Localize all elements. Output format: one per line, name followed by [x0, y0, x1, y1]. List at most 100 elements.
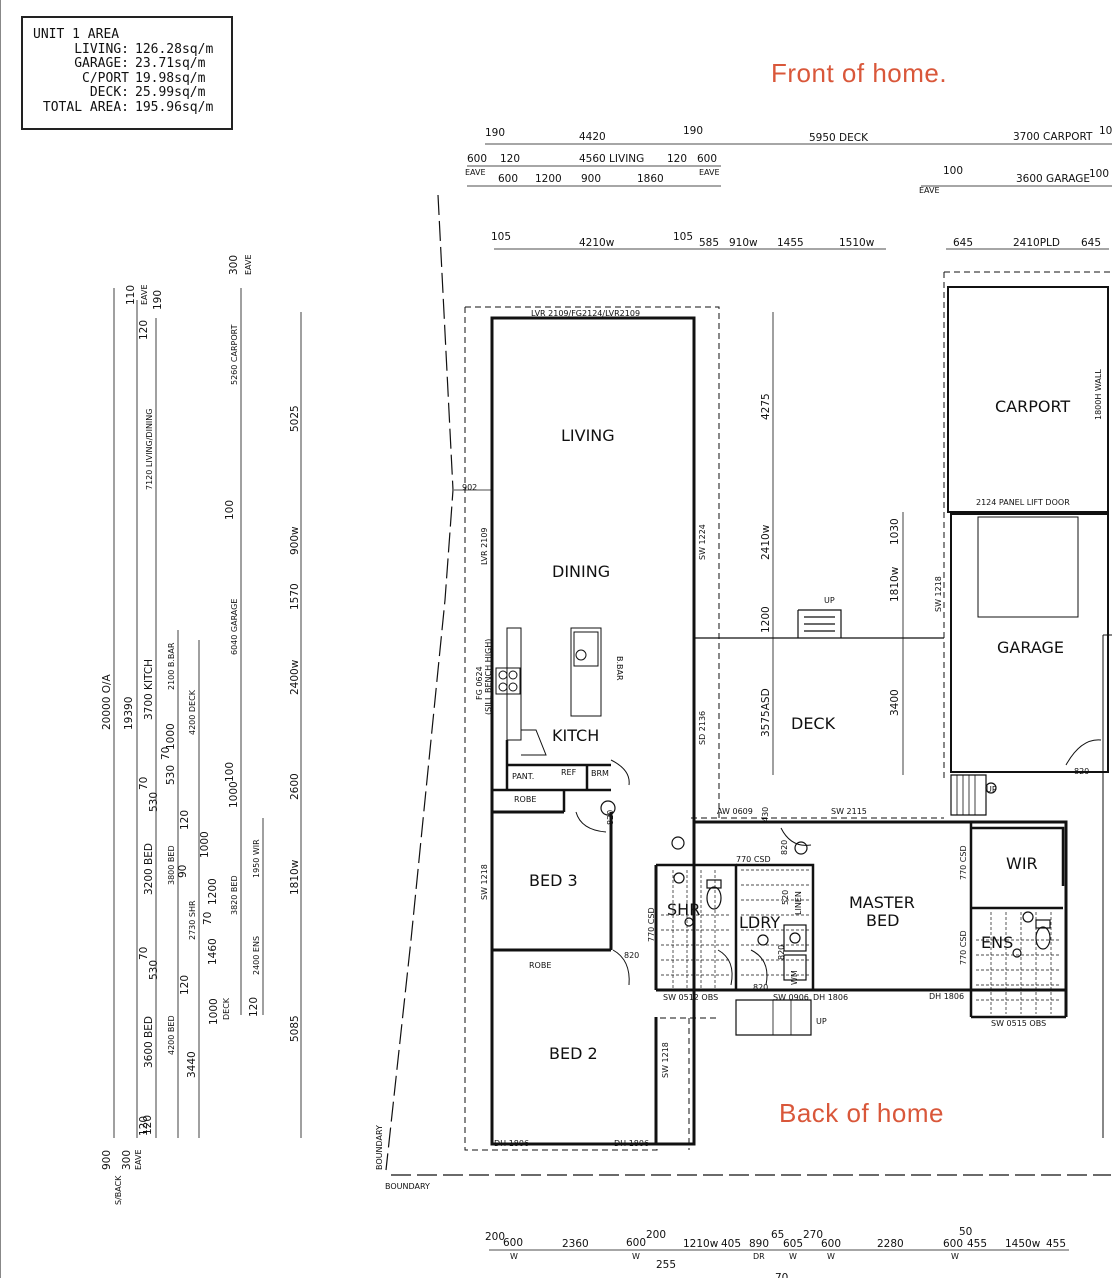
dim-left-300: 300	[121, 1150, 133, 1170]
dim-left-garage: 6040 GARAGE	[230, 599, 239, 655]
dim-bottom-4: 200	[646, 1229, 666, 1241]
window-dh1806-label-d: DH 1806	[614, 1139, 649, 1148]
window-sw0512-label: SW 0512 OBS	[663, 993, 718, 1002]
boundary-lines	[385, 194, 1111, 1176]
dim-left-bbar: 2100 B.BAR	[167, 642, 176, 690]
dim-left-530-a: 530	[148, 792, 160, 812]
room-living-label: LIVING	[561, 426, 615, 445]
dim-deck-2410w: 2410w	[760, 524, 772, 560]
dim-top-r2-2: 4560 LIVING	[579, 153, 644, 165]
dim-left-eave-c: EAVE	[244, 254, 253, 275]
dim-bottom-mark-4: W	[827, 1252, 835, 1261]
dim-left-deck-label: DECK	[222, 997, 231, 1020]
dim-left-70-d: 70	[202, 912, 214, 925]
dim-deck-1810w: 1810w	[889, 566, 901, 602]
dim-left-1000-c: 1000	[228, 781, 240, 808]
dim-top-r4-2: 105	[673, 231, 693, 243]
area-row-living: LIVING:126.28sq/m	[74, 41, 214, 57]
kitchen-counters	[495, 627, 602, 756]
dim-top-r3-2: 900	[581, 173, 601, 185]
dim-left-bed-3820: 3820 BED	[230, 875, 239, 915]
room-ens-label: ENS	[981, 933, 1013, 952]
room-bed2-label: BED 2	[549, 1044, 598, 1063]
dim-430: 430	[761, 807, 770, 822]
dim-left-bed-4200: 4200 BED	[167, 1015, 176, 1055]
dim-bottom-17: 1450w	[1005, 1238, 1041, 1250]
deck-lines	[694, 609, 987, 1036]
window-sw2115-label: SW 2115	[831, 807, 867, 816]
front-window-label: LVR 2109/FG2124/LVR2109	[531, 309, 640, 318]
sill-bench-label: (SILL BENCH HIGH)	[484, 639, 493, 715]
door-820-label-d: 820	[606, 810, 615, 825]
room-master-label-2: BED	[866, 911, 899, 930]
top-dimension-text: 190 4420 190 5950 DECK 3700 CARPORT 10 6…	[465, 125, 1112, 249]
unit-area-title: UNIT 1 AREA	[33, 27, 120, 42]
dim-bottom-19: 70	[775, 1272, 788, 1278]
dim-left-70-c: 70	[160, 747, 172, 760]
dim-left-100-b: 100	[224, 762, 236, 782]
door-820-label-c: 820	[1074, 767, 1089, 776]
dim-bottom-3: 600	[626, 1237, 646, 1249]
room-carport-label: CARPORT	[995, 397, 1070, 416]
door-820-label-a: 820	[624, 951, 639, 960]
window-dh1806-label-b: DH 1806	[929, 992, 964, 1001]
dim-left-120-c: 120	[138, 1116, 150, 1136]
dim-left-bed-3800: 3800 BED	[167, 845, 176, 885]
dim-left-2600: 2600	[289, 773, 301, 800]
dim-left-5025: 5025	[289, 405, 301, 432]
pantry-label: PANT.	[512, 772, 534, 781]
dim-bottom-16: 455	[967, 1238, 987, 1250]
bathroom-fixtures	[673, 872, 1051, 981]
dim-bottom-mark-2: DR	[753, 1252, 765, 1261]
dim-left-70-b: 70	[138, 947, 150, 960]
dim-deck-3400: 3400	[889, 689, 901, 716]
window-fg0624-label: FG 0624	[475, 666, 484, 700]
window-dh1806-label-a: DH 1806	[813, 993, 848, 1002]
dim-left-eave-a: EAVE	[140, 284, 149, 305]
door-swings	[575, 739, 1102, 986]
boundary-label-vertical: BOUNDARY	[375, 1125, 384, 1170]
panel-lift-door-label: 2124 PANEL LIFT DOOR	[976, 498, 1070, 507]
dim-top-r3-0: 600	[498, 173, 518, 185]
door-770csd-label-c: 770 CSD	[959, 845, 968, 880]
dim-bottom-5: 255	[656, 1259, 676, 1271]
window-sw0906-label: SW 0906	[773, 993, 809, 1002]
ceiling-fixtures	[600, 782, 997, 855]
dim-left-530-b: 530	[148, 960, 160, 980]
window-sw1218-bed3-label: SW 1218	[480, 864, 489, 900]
door-770csd-label-d: 770 CSD	[959, 930, 968, 965]
dim-left-1570: 1570	[289, 583, 301, 610]
dim-bottom-14: 50	[959, 1226, 972, 1238]
dim-left-carport: 5260 CARPORT	[230, 324, 239, 385]
room-master-label-1: MASTER	[849, 893, 915, 912]
dim-top-r4-0: 105	[491, 231, 511, 243]
dim-left-120-f: 120	[248, 997, 260, 1017]
left-dimension-text: 20000 O/A 900 S/BACK 19390 7120 LIVING/D…	[101, 254, 301, 1205]
dim-top-eave-right: EAVE	[699, 168, 720, 177]
back-of-home-note: Back of home	[779, 1098, 944, 1128]
dim-top-r4-7: 645	[953, 237, 973, 249]
room-ldry-label: LDRY	[739, 913, 780, 932]
dim-left-1000-d: 1000	[199, 831, 211, 858]
room-dining-label: DINING	[552, 562, 610, 581]
dim-top-r1-3: 5950 DECK	[809, 132, 869, 144]
dim-left-120-a: 120	[138, 320, 150, 340]
door-770csd-label-a: 770 CSD	[736, 855, 771, 864]
dim-bottom-12: 600	[821, 1238, 841, 1250]
dim-left-2400w: 2400w	[289, 659, 301, 695]
room-deck-label: DECK	[791, 714, 836, 733]
eave-outline	[464, 271, 1111, 1151]
dim-top-r3-3: 1860	[637, 173, 664, 185]
dim-left-wir: 1950 WIR	[252, 839, 261, 878]
dim-left-bed-3200: 3200 BED	[143, 843, 155, 895]
dim-left-eave-b: EAVE	[134, 1149, 143, 1170]
room-bed3-label: BED 3	[529, 871, 578, 890]
dim-bottom-0: 200	[485, 1231, 505, 1243]
room-shr-label: SHR	[667, 900, 700, 919]
dim-deck-1030: 1030	[889, 518, 901, 545]
door-770csd-label-b: 770 CSD	[647, 907, 656, 942]
dim-top-r1-5: 10	[1099, 125, 1112, 137]
linen-label: LINEN	[794, 891, 803, 915]
rear-up-label: UP	[816, 1017, 827, 1026]
